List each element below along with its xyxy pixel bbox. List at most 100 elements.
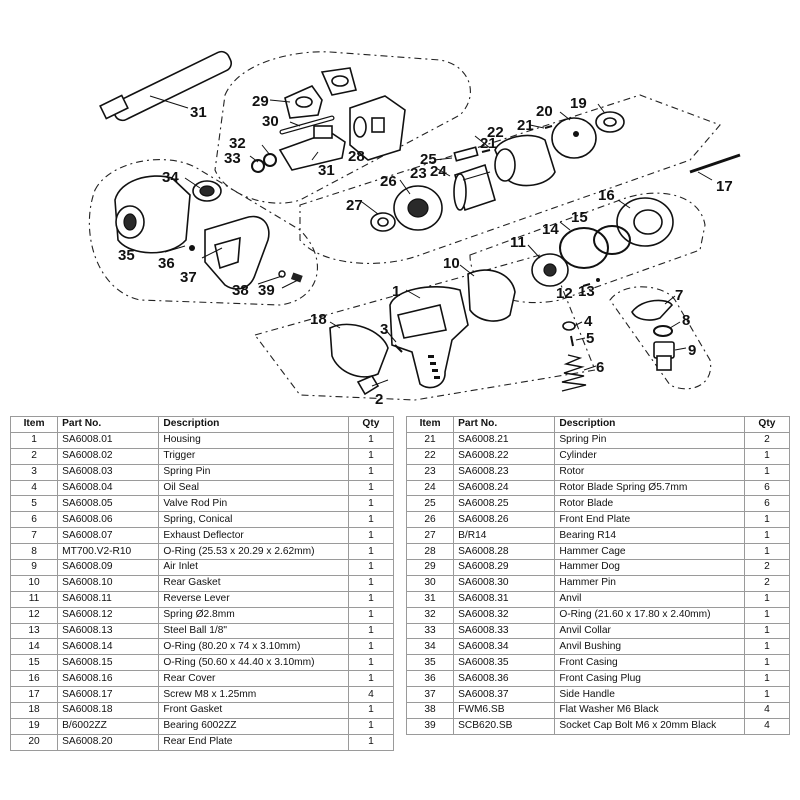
callout-22: 22 [487, 124, 504, 141]
cell-item: 12 [9, 606, 59, 624]
cell-description: Spring Pin [158, 463, 349, 481]
air-inlet [653, 341, 675, 371]
cell-description: Spring Ø2.8mm [158, 606, 349, 624]
cell-part-no: SA6008.28 [453, 543, 556, 561]
cell-item: 1 [9, 431, 59, 449]
exploded-parts-diagram: 1 2 3 4 5 6 7 8 9 10 11 12 13 14 15 16 1… [88, 50, 741, 408]
callout-8: 8 [682, 312, 690, 329]
callout-23: 23 [410, 165, 427, 182]
cell-item: 35 [405, 654, 455, 672]
callout-36: 36 [158, 255, 175, 272]
callout-15: 15 [571, 209, 588, 226]
rotor [453, 163, 496, 212]
cell-item: 21 [405, 431, 455, 449]
spring-pin-21b [481, 149, 491, 153]
cell-part-no: SA6008.31 [453, 590, 556, 608]
callout-37: 37 [180, 269, 197, 286]
callout-38: 38 [232, 282, 249, 299]
front-casing [114, 175, 191, 254]
anvil-bushing [192, 180, 222, 202]
side-handle [204, 215, 270, 290]
cell-item: 11 [9, 590, 59, 608]
callout-27: 27 [346, 197, 363, 214]
cell-item: 33 [405, 622, 455, 640]
cell-part-no: SA6008.03 [57, 463, 160, 481]
spring-2-8 [582, 283, 591, 287]
cell-part-no: SA6008.12 [57, 606, 160, 624]
callout-32: 32 [229, 135, 246, 152]
cell-part-no: SA6008.13 [57, 622, 160, 640]
cell-qty: 1 [347, 670, 395, 688]
cell-qty: 1 [743, 590, 791, 608]
hammer-dogs [284, 67, 357, 119]
cell-item: 18 [9, 702, 59, 719]
cell-part-no: SA6008.21 [453, 431, 556, 449]
cell-qty: 6 [743, 479, 791, 497]
cell-qty: 1 [347, 559, 395, 576]
cell-item: 22 [405, 447, 455, 465]
group-outline-anvil [214, 51, 471, 204]
cell-qty: 1 [743, 654, 791, 672]
cell-qty: 1 [347, 527, 395, 545]
callout-3: 3 [380, 321, 388, 338]
cell-qty: 1 [347, 479, 395, 497]
cell-part-no: FWM6.SB [453, 702, 556, 719]
cell-item: 4 [9, 479, 59, 497]
cell-item: 20 [9, 733, 59, 751]
callout-33: 33 [224, 150, 241, 167]
callout-17: 17 [716, 178, 733, 195]
callout-35: 35 [118, 247, 135, 264]
cell-part-no: SA6008.15 [57, 654, 160, 672]
cell-part-no: SA6008.05 [57, 495, 160, 513]
cell-item: 25 [405, 495, 455, 513]
cell-description: Front Casing Plug [554, 670, 745, 688]
front-casing-plug [189, 245, 195, 251]
cell-item: 14 [9, 638, 59, 656]
cell-item: 16 [9, 670, 59, 688]
cell-part-no: SCB620.SB [453, 717, 556, 735]
cell-description: Valve Rod Pin [158, 495, 349, 513]
header-description: Description [554, 416, 745, 433]
cell-item: 26 [405, 511, 455, 529]
cell-part-no: SA6008.23 [453, 463, 556, 481]
cell-description: Cylinder [554, 447, 745, 465]
cell-item: 34 [405, 638, 455, 656]
callout-labels: 1 2 3 4 5 6 7 8 9 10 11 12 13 14 15 16 1… [118, 93, 733, 408]
cell-part-no: SA6008.16 [57, 670, 160, 688]
cell-part-no: SA6008.02 [57, 447, 160, 465]
rotor-blade [453, 146, 479, 162]
o-ring-14 [559, 227, 609, 269]
callout-5: 5 [586, 330, 594, 347]
cell-item: 13 [9, 622, 59, 640]
cell-part-no: SA6008.20 [57, 733, 160, 751]
cell-description: Housing [158, 431, 349, 449]
cell-qty: 1 [347, 495, 395, 513]
cell-qty: 1 [347, 717, 395, 735]
anvil-long [99, 50, 233, 122]
cell-part-no: SA6008.33 [453, 622, 556, 640]
cell-qty: 1 [743, 686, 791, 704]
cell-qty: 6 [743, 495, 791, 513]
header-part-no: Part No. [57, 416, 160, 433]
callout-11: 11 [510, 234, 526, 251]
cell-part-no: SA6008.04 [57, 479, 160, 497]
valve-rod-pin [570, 335, 574, 347]
callout-26: 26 [380, 173, 397, 190]
callout-28: 28 [348, 148, 365, 165]
cell-qty: 2 [743, 431, 791, 449]
cell-item: 29 [405, 559, 455, 576]
cell-description: Spring, Conical [158, 511, 349, 529]
cell-description: Exhaust Deflector [158, 527, 349, 545]
trigger [356, 374, 380, 396]
